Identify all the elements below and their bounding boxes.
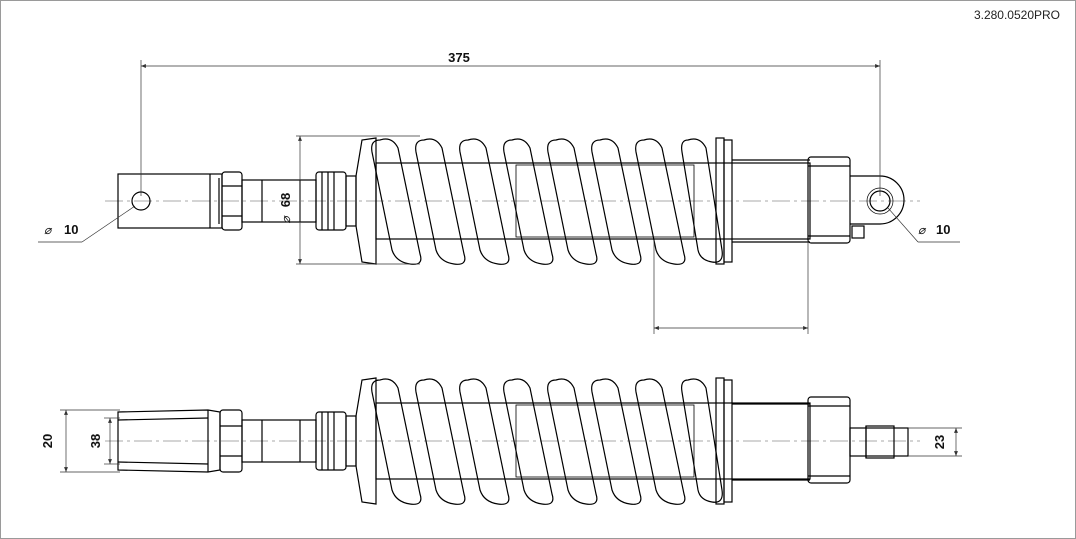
part-number: 3.280.0520PRO (973, 8, 1060, 22)
bottom-tab (849, 427, 909, 457)
top-spring-coils (371, 138, 723, 265)
inner-width-text: 38 (88, 434, 103, 448)
right-bore-leader (887, 207, 919, 243)
outer-width-text: 20 (40, 434, 55, 448)
bottom-end-cap (807, 396, 851, 484)
top-dimensions (38, 60, 960, 334)
bottom-spring-seat (355, 377, 377, 505)
left-bore-symbol: ⌀ (44, 223, 53, 237)
left-bore-leader (81, 205, 136, 243)
length-dim-text: 375 (448, 50, 470, 65)
top-right-eye (850, 175, 905, 225)
right-bore-symbol: ⌀ (918, 223, 927, 237)
bottom-dimensions (60, 409, 962, 473)
bottom-view (105, 377, 920, 505)
spring-dia-symbol: ⌀ (279, 215, 293, 224)
spring-dia-text: 68 (278, 193, 293, 207)
left-bore-text: 10 (64, 222, 78, 237)
right-bore-text: 10 (936, 222, 950, 237)
top-end-cap (807, 156, 851, 244)
top-view (105, 137, 920, 265)
bottom-spring-coils (371, 378, 723, 505)
tab-width-text: 23 (932, 435, 947, 449)
